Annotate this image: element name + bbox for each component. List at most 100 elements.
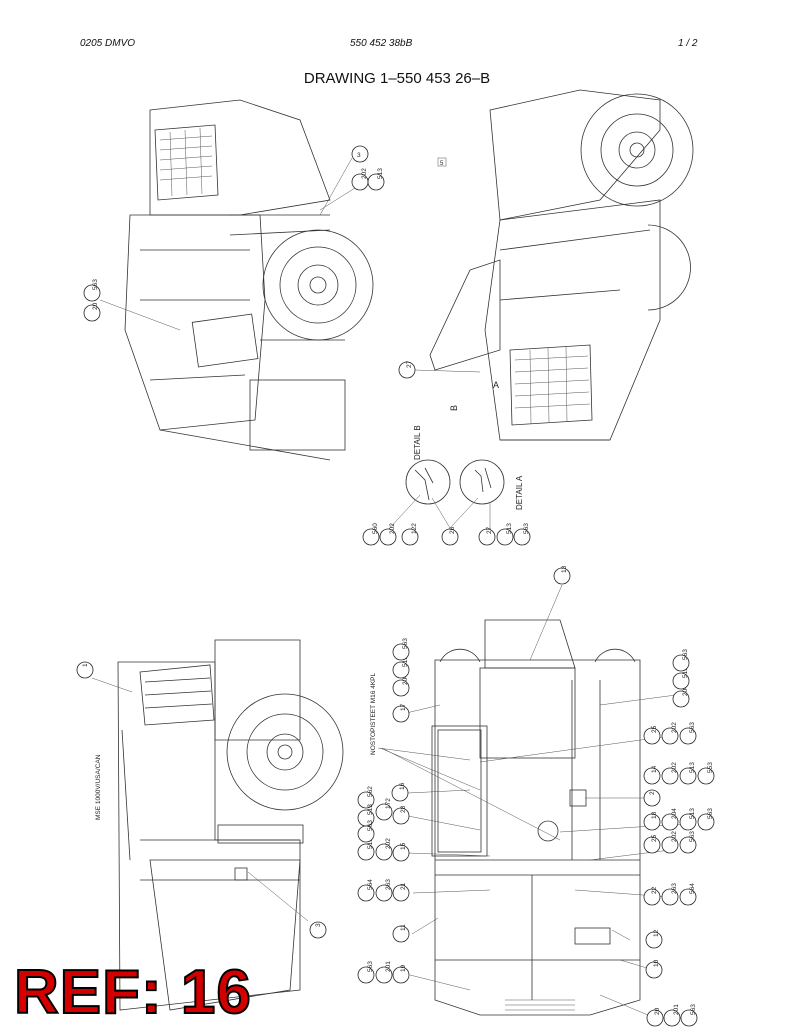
svg-text:1: 1 [82,663,89,667]
callout-v4-564: 564 [357,879,375,902]
svg-text:513: 513 [689,808,696,819]
detail-a-view [459,459,505,505]
svg-text:513: 513 [506,523,513,534]
callout-v4-16: 16 [391,782,409,802]
svg-text:12: 12 [653,929,660,937]
callout-v4-13: 13 [553,565,571,585]
svg-text:15: 15 [400,842,407,850]
callout-d-202: 202 [379,523,397,546]
svg-text:202: 202 [385,838,392,849]
svg-text:25: 25 [651,834,658,842]
svg-text:513: 513 [377,168,384,179]
callout-d-122: 122 [401,523,419,546]
callout-v4-202d: 202 [661,831,679,854]
callout-v4-12: 12 [645,929,663,949]
callout-group: 3 202 513 20 563 27 560 202 122 26 27 51… [76,145,715,1027]
callout-d-26: 26 [441,526,459,546]
svg-text:564: 564 [689,883,696,894]
callout-v4-513: 513 [392,656,410,679]
callout-v4-10: 10 [645,959,663,979]
detail-a-label: DETAIL A [515,475,524,510]
svg-text:202: 202 [671,831,678,842]
svg-text:564: 564 [367,879,374,890]
svg-text:202: 202 [671,762,678,773]
top-view [431,619,641,1016]
svg-text:17: 17 [400,703,407,711]
svg-text:3: 3 [357,152,361,159]
svg-text:172: 172 [385,798,392,809]
callout-v4-513b: 513 [679,762,697,785]
header-doc-code: 0205 DMVO [80,38,136,49]
callout-v4-263: 263 [375,879,393,902]
svg-text:3: 3 [315,923,322,927]
svg-text:563: 563 [682,649,689,660]
callout-d-27: 27 [478,526,496,546]
callout-v4-513r: 513 [672,667,690,690]
callout-v4-172: 172 [375,798,393,821]
svg-text:513: 513 [402,656,409,667]
svg-text:560: 560 [372,523,379,534]
svg-text:513: 513 [367,838,374,849]
drawing-title: DRAWING 1–550 453 26–B [303,70,491,87]
callout-v1-3: 3 [351,145,369,163]
callout-v4-14: 14 [643,765,661,785]
isometric-view-front-left [124,99,374,461]
callout-v4-28: 28 [392,805,410,825]
svg-text:22: 22 [651,886,658,894]
svg-text:263: 263 [385,879,392,890]
svg-text:563: 563 [367,820,374,831]
callout-v4-553: 553 [697,762,715,785]
svg-text:19: 19 [400,964,407,972]
vertical-label-right: NOSTOPISTEET M16 4KPL [370,672,377,755]
callout-v4-562: 562 [357,786,375,809]
svg-text:563: 563 [367,961,374,972]
vertical-label-left: MSE 1000V/USA/CAN [95,754,102,820]
svg-text:27: 27 [486,526,493,534]
svg-text:204: 204 [402,674,409,685]
callout-v4-19: 19 [392,964,410,984]
callout-v4-2: 2 [643,789,661,807]
svg-text:25: 25 [651,725,658,733]
svg-text:563: 563 [689,831,696,842]
svg-text:2: 2 [649,791,656,795]
svg-text:10: 10 [653,959,660,967]
svg-text:204: 204 [682,685,689,696]
callout-v4-563f: 563 [357,961,375,984]
callout-v4-204: 204 [392,674,410,697]
callout-v4-204r: 204 [672,685,690,708]
svg-text:513: 513 [682,667,689,678]
svg-text:14: 14 [651,765,658,773]
side-view [117,639,344,1011]
svg-text:202: 202 [389,523,396,534]
callout-v4-563c: 563 [697,808,715,831]
callout-v2-27: 27 [398,360,416,379]
callout-v4-513e: 513 [357,838,375,861]
callout-v4-17: 17 [392,703,410,723]
callout-v4-202: 202 [661,722,679,745]
callout-v3-3: 3 [309,921,327,939]
detail-b-view [405,459,451,505]
callout-d-513: 513 [496,523,514,546]
svg-text:563: 563 [707,808,714,819]
callout-d-563: 563 [513,523,531,546]
svg-text:563: 563 [689,722,696,733]
svg-text:513: 513 [367,804,374,815]
callout-v4-513d: 513 [679,808,697,831]
callout-v4-563g: 563 [680,1004,698,1027]
callout-v4-21: 21 [392,882,410,902]
svg-text:26: 26 [449,526,456,534]
svg-text:513: 513 [689,762,696,773]
mark-a: A [493,380,499,390]
mark-5: 5 [440,161,444,167]
callout-v4-563b: 563 [679,722,697,745]
mark-b: B [449,405,459,411]
callout-v4-563d: 563 [357,820,375,843]
svg-text:122: 122 [411,523,418,534]
svg-text:202: 202 [671,722,678,733]
callout-v4-563e: 563 [679,831,697,854]
header-part-number: 550 452 38bB [350,38,413,49]
svg-text:562: 562 [367,786,374,797]
callout-v4-18: 18 [643,811,661,831]
callout-v4-201: 201 [375,961,393,984]
